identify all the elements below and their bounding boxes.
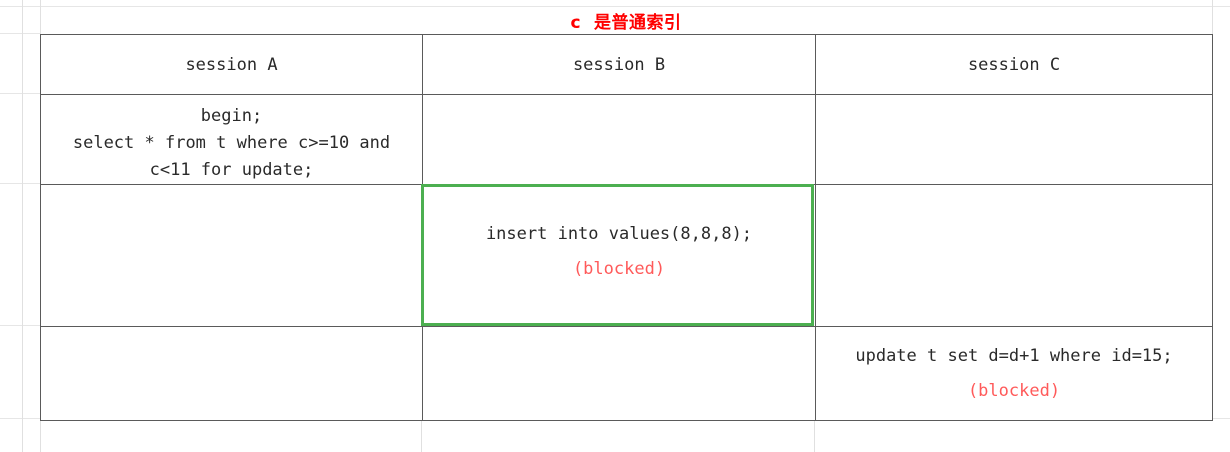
cell-session-c-step-2 bbox=[815, 184, 1213, 327]
column-header-session-a: session A bbox=[40, 34, 423, 95]
cell-session-a-step-2 bbox=[40, 184, 423, 327]
table-row: insert into values(8,8,8); (blocked) bbox=[40, 184, 1213, 327]
cell-session-b-step-2: insert into values(8,8,8); (blocked) bbox=[422, 184, 816, 327]
grid-line-vertical-col1 bbox=[421, 418, 422, 452]
page-title-text: c 是普通索引 bbox=[570, 12, 682, 33]
grid-line-horizontal-row1 bbox=[0, 183, 40, 184]
sql-statement: begin; select * from t where c>=10 and c… bbox=[72, 106, 391, 180]
grid-line-horizontal-header bbox=[0, 93, 40, 94]
sql-statement: update t set d=d+1 where id=15; bbox=[855, 346, 1173, 366]
sessions-table: session A session B session C begin; sel… bbox=[40, 34, 1213, 421]
grid-line-horizontal-top bbox=[0, 6, 1230, 7]
grid-line-vertical-table-right bbox=[1212, 0, 1213, 34]
column-header-label: session C bbox=[967, 55, 1061, 75]
column-header-session-c: session C bbox=[815, 34, 1213, 95]
page-title: c 是普通索引 bbox=[40, 6, 1212, 34]
blocked-status: (blocked) bbox=[572, 259, 666, 279]
table-header-row: session A session B session C bbox=[40, 34, 1213, 95]
cell-session-c-step-3: update t set d=d+1 where id=15; (blocked… bbox=[815, 326, 1213, 421]
cell-session-b-step-3 bbox=[422, 326, 816, 421]
column-header-session-b: session B bbox=[422, 34, 816, 95]
table-row: update t set d=d+1 where id=15; (blocked… bbox=[40, 326, 1213, 421]
sql-statement: insert into values(8,8,8); bbox=[485, 224, 753, 244]
cell-session-b-step-1 bbox=[422, 94, 816, 185]
cell-session-c-step-1 bbox=[815, 94, 1213, 185]
cell-session-a-step-3 bbox=[40, 326, 423, 421]
column-header-label: session A bbox=[185, 55, 278, 75]
grid-line-vertical-margin bbox=[22, 0, 23, 452]
grid-line-vertical-col2 bbox=[814, 418, 815, 452]
table-row: begin; select * from t where c>=10 and c… bbox=[40, 94, 1213, 185]
blocked-status: (blocked) bbox=[967, 381, 1061, 401]
grid-line-horizontal-title bbox=[0, 33, 40, 34]
column-header-label: session B bbox=[572, 55, 666, 75]
grid-line-horizontal-row2 bbox=[0, 325, 40, 326]
cell-session-a-step-1: begin; select * from t where c>=10 and c… bbox=[40, 94, 423, 185]
